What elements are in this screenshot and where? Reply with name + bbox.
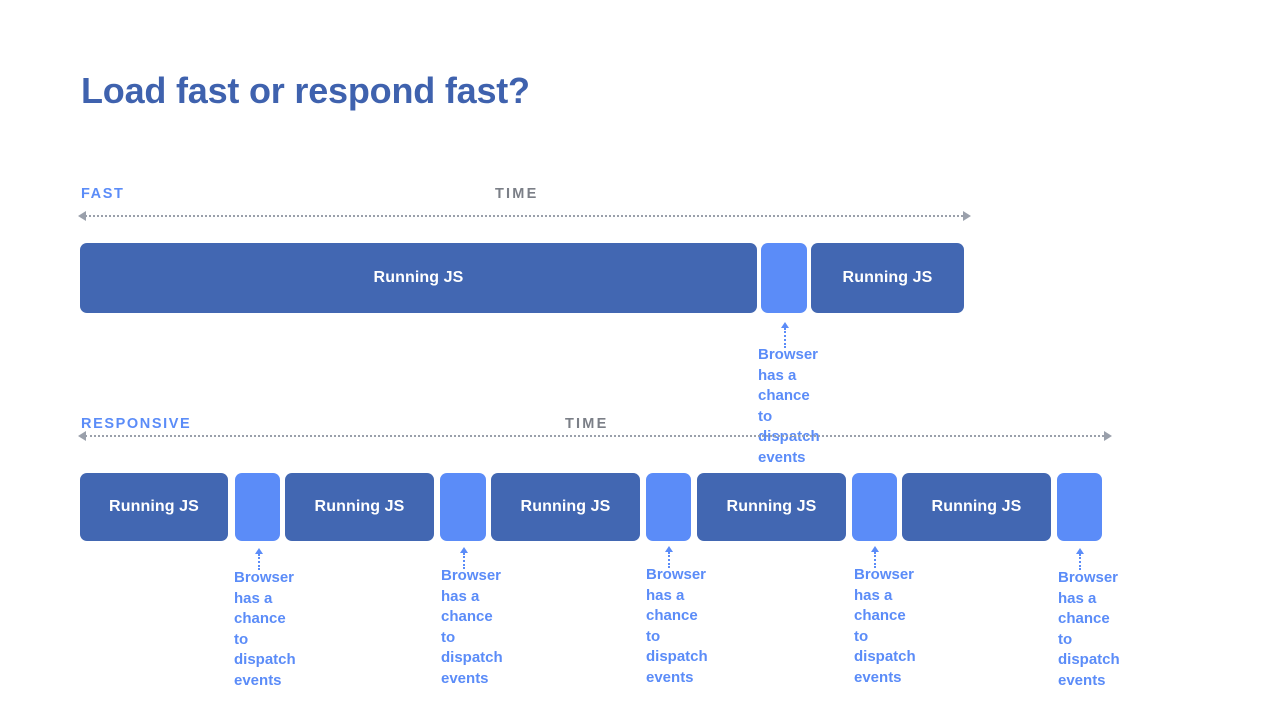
responsive-label-row: RESPONSIVE TIME xyxy=(81,416,1111,436)
callout-text: Browser has a chance to dispatch events xyxy=(854,566,916,686)
bar-running-js[interactable]: Running JS xyxy=(697,473,846,541)
bar-gap[interactable] xyxy=(440,473,486,541)
bar-label: Running JS xyxy=(373,269,464,286)
bar-running-js[interactable]: Running JS xyxy=(80,473,228,541)
arrow-up-icon xyxy=(255,548,263,554)
section-label-responsive: RESPONSIVE xyxy=(81,416,192,432)
bar-label: Running JS xyxy=(842,269,933,286)
timeline-line xyxy=(85,215,963,217)
arrow-left-icon xyxy=(78,431,86,441)
arrow-left-icon xyxy=(78,211,86,221)
bar-gap[interactable] xyxy=(1057,473,1102,541)
arrow-up-icon xyxy=(665,546,673,552)
bar-gap[interactable] xyxy=(761,243,807,313)
arrow-up-icon xyxy=(781,322,789,328)
timeline-line xyxy=(85,435,1104,437)
bar-label: Running JS xyxy=(726,498,817,515)
bar-gap[interactable] xyxy=(646,473,691,541)
callout-text: Browser has a chance to dispatch events xyxy=(234,569,296,689)
time-label-fast: TIME xyxy=(495,186,539,202)
callout-stem xyxy=(258,554,260,570)
callout-stem xyxy=(1079,554,1081,570)
bar-running-js[interactable]: Running JS xyxy=(902,473,1051,541)
timeline-fast xyxy=(78,211,971,221)
bar-gap[interactable] xyxy=(852,473,897,541)
bar-label: Running JS xyxy=(520,498,611,515)
bar-label: Running JS xyxy=(314,498,405,515)
arrow-right-icon xyxy=(963,211,971,221)
callout-stem xyxy=(463,553,465,569)
callout-text: Browser has a chance to dispatch events xyxy=(758,346,820,466)
bar-running-js[interactable]: Running JS xyxy=(285,473,434,541)
callout-stem xyxy=(874,552,876,568)
callout-stem xyxy=(668,552,670,568)
arrow-up-icon xyxy=(1076,548,1084,554)
page-title: Load fast or respond fast? xyxy=(81,70,530,111)
timeline-responsive xyxy=(78,431,1112,441)
callout-text: Browser has a chance to dispatch events xyxy=(1058,569,1120,689)
fast-label-row: FAST TIME xyxy=(81,186,971,206)
callout-text: Browser has a chance to dispatch events xyxy=(441,567,503,687)
time-label-responsive: TIME xyxy=(565,416,609,432)
arrow-up-icon xyxy=(460,547,468,553)
bar-label: Running JS xyxy=(109,498,199,515)
section-label-fast: FAST xyxy=(81,186,125,202)
bar-running-js[interactable]: Running JS xyxy=(80,243,757,313)
callout-stem xyxy=(784,328,786,348)
bar-running-js[interactable]: Running JS xyxy=(491,473,640,541)
arrow-up-icon xyxy=(871,546,879,552)
bar-running-js[interactable]: Running JS xyxy=(811,243,964,313)
bar-gap[interactable] xyxy=(235,473,280,541)
callout-text: Browser has a chance to dispatch events xyxy=(646,566,708,686)
arrow-right-icon xyxy=(1104,431,1112,441)
bar-label: Running JS xyxy=(931,498,1022,515)
